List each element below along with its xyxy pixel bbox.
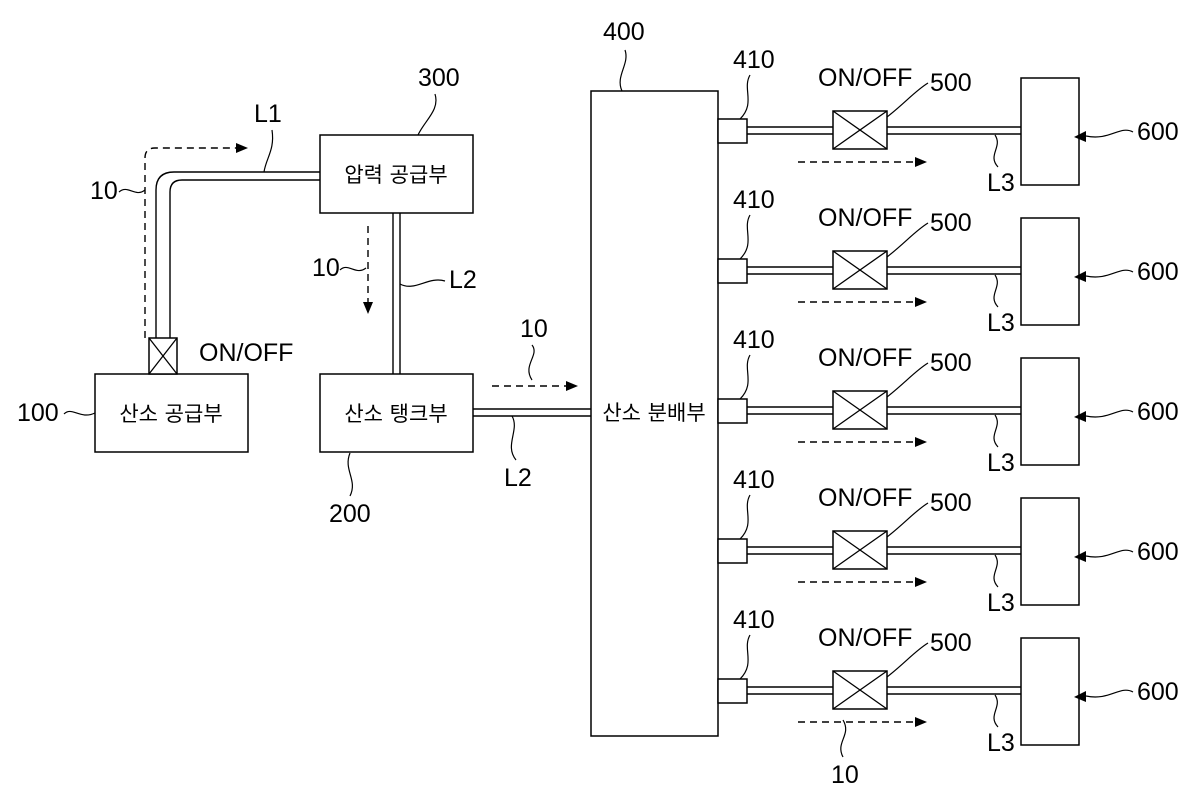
line-l2-upper-label: L2 (449, 266, 477, 294)
outlet-ref: 600 (1137, 538, 1179, 566)
line-l1-label: L1 (254, 100, 282, 128)
port-ref: 410 (733, 186, 775, 214)
supply-valve (149, 338, 177, 374)
outlet-box (1021, 638, 1079, 745)
outlet-box (1021, 78, 1079, 185)
branch-row: 410ON/OFF 500L3 600 (718, 46, 1179, 197)
branch-valve-label: ON/OFF (818, 624, 912, 652)
outlet-ref: 600 (1137, 398, 1179, 426)
valve-ref: 500 (930, 489, 972, 517)
line-l3-label: L3 (987, 449, 1015, 477)
pressure-supply-ref: 300 (418, 64, 460, 92)
branch-row: 410ON/OFF 500L3 600 (718, 606, 1179, 757)
oxygen-supply-leader (64, 411, 95, 415)
supply-valve-label: ON/OFF (199, 339, 293, 367)
oxygen-distributor-ref: 400 (603, 18, 645, 46)
pressure-supply-label: 압력 공급부 (344, 163, 447, 187)
port-ref: 410 (733, 466, 775, 494)
branch-valve (833, 671, 887, 709)
port-ref: 410 (733, 46, 775, 74)
branch-valve (833, 111, 887, 149)
l2-flow-ref: 10 (312, 254, 340, 282)
branch-valve-label: ON/OFF (818, 484, 912, 512)
outlet-box (1021, 218, 1079, 325)
valve-ref: 500 (930, 209, 972, 237)
oxygen-distributor-label: 산소 분배부 (602, 401, 705, 425)
line-l1-pipe (156, 172, 320, 338)
valve-ref: 500 (930, 69, 972, 97)
valve-ref: 500 (930, 629, 972, 657)
outlet-ref: 600 (1137, 118, 1179, 146)
tank-flow-ref: 10 (520, 315, 548, 343)
line-l2-lower-label: L2 (504, 464, 532, 492)
line-l3-label: L3 (987, 309, 1015, 337)
oxygen-tank-ref: 200 (329, 500, 371, 528)
branch-row: 410ON/OFF 500L3 600 (718, 186, 1179, 337)
branch-valve-label: ON/OFF (818, 64, 912, 92)
outlet-ref: 600 (1137, 678, 1179, 706)
port-ref: 410 (733, 606, 775, 634)
valve-ref: 500 (930, 349, 972, 377)
distributor-port (718, 539, 747, 563)
line-l3-label: L3 (987, 729, 1015, 757)
distributor-port (718, 259, 747, 283)
outlet-box (1021, 358, 1079, 465)
branch-valve-label: ON/OFF (818, 344, 912, 372)
distributor-port (718, 679, 747, 703)
port-ref: 410 (733, 326, 775, 354)
branch-valve (833, 531, 887, 569)
distributor-port (718, 119, 747, 143)
line-l3-label: L3 (987, 589, 1015, 617)
oxygen-supply-label: 산소 공급부 (119, 402, 222, 426)
outlet-box (1021, 498, 1079, 605)
distributor-port (718, 399, 747, 423)
outlet-ref: 600 (1137, 258, 1179, 286)
branch-flow-ref: 10 (831, 761, 859, 789)
l1-flow-arrow (145, 148, 236, 338)
branch-row: 410ON/OFF 500L3 600 (718, 326, 1179, 477)
l1-flow-ref: 10 (90, 177, 118, 205)
line-l3-label: L3 (987, 169, 1015, 197)
branch-valve (833, 251, 887, 289)
branch-valve-label: ON/OFF (818, 204, 912, 232)
branch-group: 410ON/OFF500L3600410ON/OFF500L3600410ON/… (718, 46, 1179, 757)
oxygen-supply-ref: 100 (17, 399, 59, 427)
branch-row: 410ON/OFF 500L3 600 (718, 466, 1179, 617)
branch-valve (833, 391, 887, 429)
oxygen-tank-label: 산소 탱크부 (344, 402, 447, 426)
